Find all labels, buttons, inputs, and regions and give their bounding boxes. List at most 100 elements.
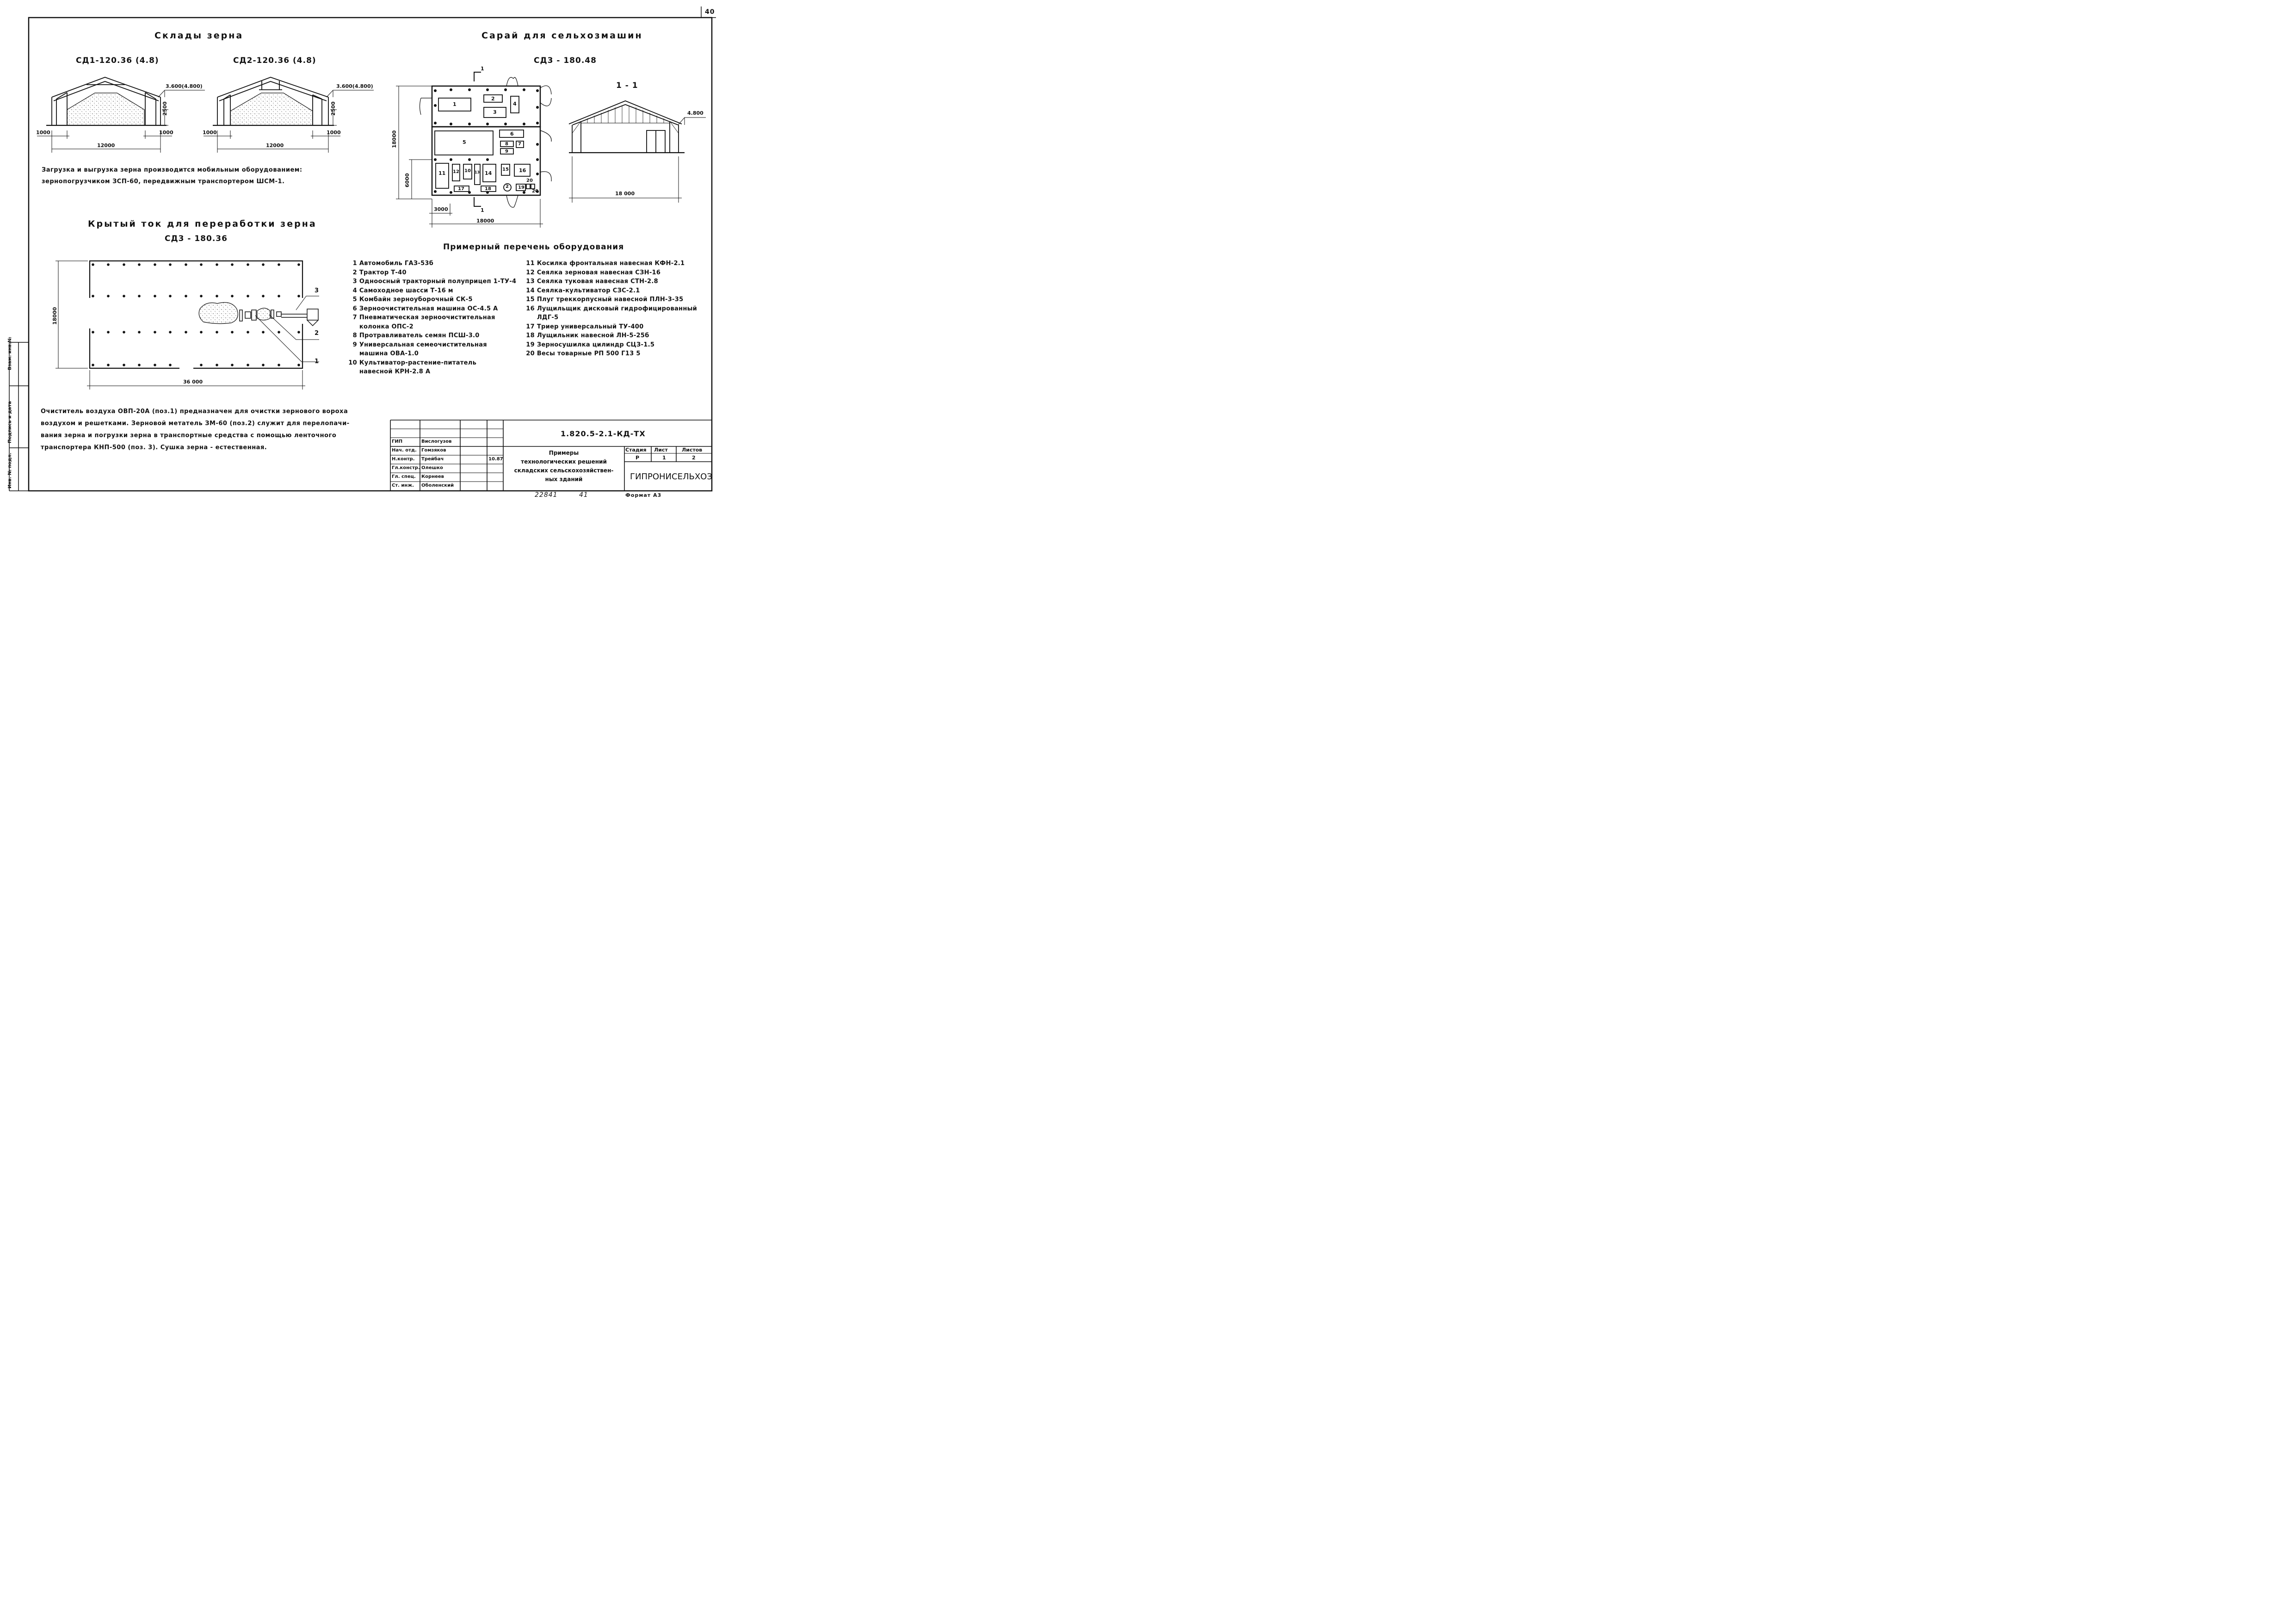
barn-pos-7: 7 xyxy=(518,142,521,147)
sd2-wall-dim: 2500 xyxy=(330,101,336,116)
barn-pos-20a: 20 xyxy=(526,178,533,183)
stamp-role: Гл.констр. xyxy=(392,465,420,470)
stamp-title-line: ных зданий xyxy=(545,476,583,483)
equipment-item: 3 Одноосный тракторный полуприцеп 1-ТУ-4 xyxy=(352,278,517,285)
barn-cut-top: 1 xyxy=(481,66,484,72)
equipment-item: 18 Лущильник навесной ЛН-5-25б xyxy=(526,332,649,339)
callout-2: 2 xyxy=(315,330,320,337)
barn-code: СД3 - 180.48 xyxy=(534,56,597,65)
doc-code: 1.820.5-2.1-КД-ТХ xyxy=(561,429,646,438)
barn-pos-17: 17 xyxy=(458,186,464,192)
footer-number: 22841 xyxy=(535,491,558,499)
equipment-item: 14 Сеялка-культиватор СЗС-2.1 xyxy=(526,287,640,294)
threshing-note-line1: Очиститель воздуха ОВП-20А (поз.1) предн… xyxy=(41,408,348,415)
drawing-sheet xyxy=(9,6,716,492)
stamp-role: Н.контр. xyxy=(392,457,415,462)
warehouse-sd1-section xyxy=(37,77,205,153)
threshing-note-line2: воздухом и решетками. Зерновой метатель … xyxy=(41,420,350,427)
barn-plan-6000: 6000 xyxy=(404,173,410,187)
equipment-item: 6 Зерноочистительная машина ОС-4.5 А xyxy=(352,305,498,312)
barn-section xyxy=(568,100,706,203)
barn-pos-3: 3 xyxy=(493,109,497,115)
barn-pos-10: 10 xyxy=(464,168,471,173)
org-name: ГИПРОНИСЕЛЬХОЗ xyxy=(630,472,712,482)
barn-title: Сарай для сельхозмашин xyxy=(481,31,643,41)
equipment-item: навесной КРН-2.8 А xyxy=(359,368,431,375)
callout-3: 3 xyxy=(315,287,320,294)
barn-plan xyxy=(396,72,552,228)
threshing-floor-plan xyxy=(56,260,319,390)
sheet-frame xyxy=(9,6,716,492)
vzam-label: Взам. инв.№ xyxy=(7,337,12,370)
barn-section-span: 18 000 xyxy=(615,191,635,197)
barn-cut-bottom: 1 xyxy=(481,207,484,213)
equipment-item: 20 Весы товарные РП 500 Г13 5 xyxy=(526,350,641,357)
sd1-code: СД1-120.36 (4.8) xyxy=(76,56,159,65)
equipment-list-right: 11 Косилка фронтальная навесная КФН-2.1 … xyxy=(524,259,697,359)
sd1-side-left: 1000 xyxy=(36,130,50,136)
threshing-title: Крытый ток для переработки зерна xyxy=(88,219,317,229)
stamp-title-line: складских сельскохозяйствен- xyxy=(514,467,614,474)
callout-1: 1 xyxy=(315,358,320,365)
barn-pos-6: 6 xyxy=(510,131,514,137)
equipment-item: 1 Автомобиль ГАЗ-53б xyxy=(352,260,434,267)
equipment-item: 15 Плуг треккорпусный навесной ПЛН-3-35 xyxy=(526,296,684,303)
stamp-name: Вислогузов xyxy=(421,439,452,444)
equipment-title: Примерный перечень оборудования xyxy=(443,242,624,252)
equipment-item: 8 Протравливатель семян ПСШ-3.0 xyxy=(352,332,480,339)
barn-pos-5: 5 xyxy=(463,139,466,145)
equipment-item: машина ОВА-1.0 xyxy=(359,350,419,357)
sd2-side-right: 1000 xyxy=(327,130,341,136)
barn-pos-8: 8 xyxy=(505,142,508,147)
stage-label: Стадия xyxy=(625,447,647,453)
sd1-side-right: 1000 xyxy=(159,130,173,136)
threshing-height-dim: 18000 xyxy=(52,307,58,325)
signature-date-label: Подпись и дата xyxy=(7,401,12,443)
barn-pos-20b: 20 xyxy=(532,189,538,194)
stamp-title-line: Примеры xyxy=(549,450,579,456)
stamp-date: 10.87 xyxy=(488,457,503,462)
barn-pos-16: 16 xyxy=(519,167,526,173)
sheet-value: 1 xyxy=(662,455,666,461)
stamp-role: Ст. инж. xyxy=(392,483,414,488)
equipment-item: 9 Универсальная семеочистительная xyxy=(352,341,487,348)
barn-plan-3000: 3000 xyxy=(434,206,448,212)
warehouses-title: Склады зерна xyxy=(154,31,244,41)
equipment-item: 7 Пневматическая зерноочистительная xyxy=(352,314,495,321)
stamp-title-line: технологических решений xyxy=(521,458,607,465)
barn-pos-4: 4 xyxy=(513,101,517,107)
sd1-height-mark: 3.600(4.800) xyxy=(166,83,203,89)
barn-pos-13: 13 xyxy=(475,170,480,174)
barn-pos-1: 1 xyxy=(453,101,457,107)
barn-pos-11: 11 xyxy=(438,170,446,176)
warehouses-note-line1: Загрузка и выгрузка зерна производится м… xyxy=(42,167,302,173)
barn-pos-15: 15 xyxy=(502,167,509,172)
stamp-title: Примеры технологических решений складски… xyxy=(504,449,623,484)
equipment-item: ЛДГ-5 xyxy=(537,314,559,321)
equipment-item: 13 Сеялка туковая навесная СТН-2.8 xyxy=(526,278,658,285)
threshing-note-line4: транспортера КНП-500 (поз. 3). Сушка зер… xyxy=(41,444,267,451)
barn-pos-12: 12 xyxy=(453,169,459,174)
threshing-width-dim: 36 000 xyxy=(183,379,203,385)
barn-pos-18: 18 xyxy=(485,186,491,192)
equipment-item: 10 Культиватор-растение-питатель xyxy=(348,359,477,366)
format-label: Формат А3 xyxy=(625,492,662,498)
sheet-label: Лист xyxy=(654,447,668,453)
footer-page: 41 xyxy=(579,491,588,499)
barn-plan-width: 18000 xyxy=(476,218,494,224)
equipment-list-left: 1 Автомобиль ГАЗ-53б 2 Трактор Т-40 3 Од… xyxy=(346,259,516,377)
equipment-item: 16 Лущильщик дисковый гидрофицированный xyxy=(526,305,697,312)
sd2-side-left: 1000 xyxy=(203,130,217,136)
stamp-name: Гомзяков xyxy=(421,448,446,453)
stage-value: Р xyxy=(636,455,640,461)
barn-pos-19: 19 xyxy=(518,185,525,190)
stamp-name: Трейбач xyxy=(421,457,444,462)
threshing-code: СД3 - 180.36 xyxy=(165,234,228,243)
stamp-grid xyxy=(390,420,712,491)
barn-section-height: 4.800 xyxy=(687,110,704,116)
stamp-name: Корнеев xyxy=(421,474,444,479)
equipment-item: 19 Зерносушилка цилиндр СЦЗ-1.5 xyxy=(526,341,655,348)
threshing-note-line3: вания зерна и погрузки зерна в транспорт… xyxy=(41,432,337,439)
warehouses-note-line2: зернопогрузчиком ЗСП-60, передвижным тра… xyxy=(42,178,285,185)
stamp-name: Оболенский xyxy=(421,483,454,488)
